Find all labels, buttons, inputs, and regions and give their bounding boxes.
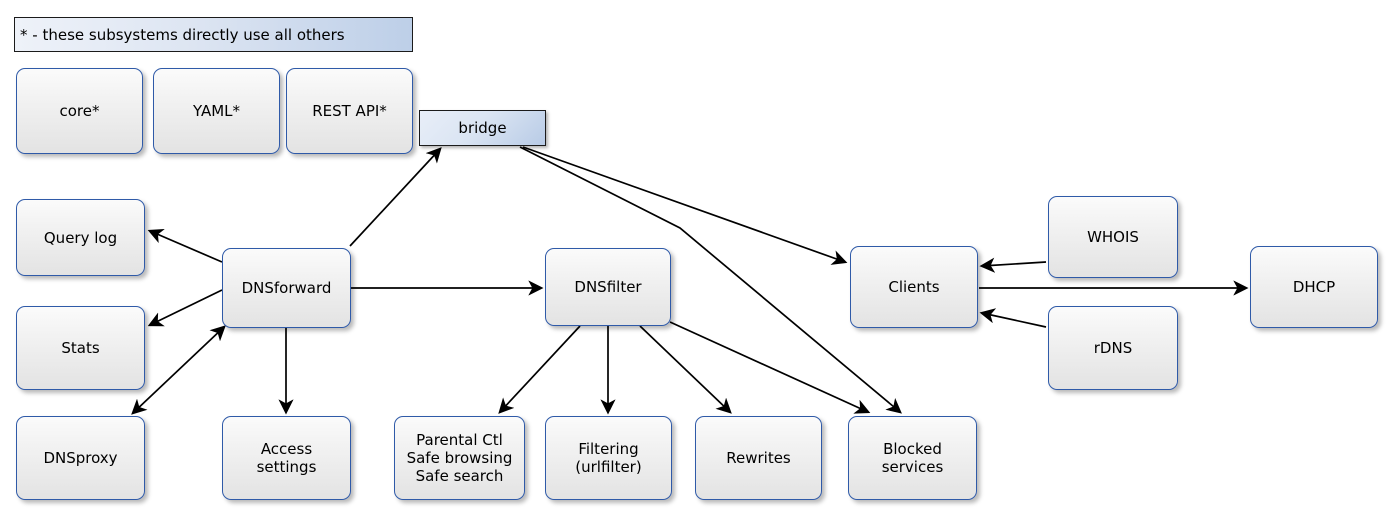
legend-text: * - these subsystems directly use all ot… [20, 25, 345, 44]
node-dnsproxy[interactable]: DNSproxy [16, 416, 145, 500]
node-label-dhcp: DHCP [1292, 278, 1336, 296]
edge-dnsfilter-to-blockedservices [669, 321, 871, 414]
node-parentalctl[interactable]: Parental Ctl Safe browsing Safe search [394, 416, 525, 500]
node-rdns[interactable]: rDNS [1048, 306, 1178, 390]
node-label-core: core* [59, 102, 100, 120]
edge-rdns-to-clients [979, 308, 1047, 328]
edge-dnsforward-to-dnsproxy [131, 325, 226, 415]
node-dnsfilter[interactable]: DNSfilter [545, 248, 671, 326]
edge-dnsforward-to-bridge [349, 147, 442, 247]
edge-dnsforward-to-stats [147, 289, 223, 327]
node-label-rdns: rDNS [1093, 339, 1133, 357]
node-label-parentalctl: Parental Ctl Safe browsing Safe search [406, 431, 513, 485]
node-bridge[interactable]: bridge [419, 110, 546, 146]
node-label-yaml: YAML* [192, 102, 241, 120]
node-dnsforward[interactable]: DNSforward [222, 248, 351, 328]
node-label-whois: WHOIS [1087, 228, 1139, 246]
node-label-stats: Stats [61, 339, 100, 357]
node-label-blockedservices: Blocked services [881, 440, 944, 476]
node-label-dnsfilter: DNSfilter [574, 278, 642, 296]
node-accesssettings[interactable]: Access settings [222, 416, 351, 500]
edge-dnsfilter-to-parentalctl [498, 325, 581, 414]
edge-dnsforward-to-querylog [147, 229, 223, 263]
node-filtering[interactable]: Filtering (urlfilter) [545, 416, 672, 500]
node-whois[interactable]: WHOIS [1048, 196, 1178, 278]
node-clients[interactable]: Clients [850, 246, 978, 328]
node-querylog[interactable]: Query log [16, 199, 145, 276]
edge-bridge-to-clients [522, 146, 848, 265]
node-label-bridge: bridge [458, 119, 507, 137]
node-restapi[interactable]: REST API* [286, 68, 413, 154]
node-label-filtering: Filtering (urlfilter) [575, 440, 642, 476]
node-label-clients: Clients [888, 278, 940, 296]
node-yaml[interactable]: YAML* [153, 68, 280, 154]
node-blockedservices[interactable]: Blocked services [848, 416, 977, 500]
node-label-rewrites: Rewrites [726, 449, 791, 467]
node-label-dnsforward: DNSforward [241, 279, 332, 297]
node-stats[interactable]: Stats [16, 306, 145, 390]
node-dhcp[interactable]: DHCP [1250, 246, 1378, 328]
edge-whois-to-clients [979, 257, 1047, 273]
node-label-dnsproxy: DNSproxy [43, 449, 118, 467]
node-rewrites[interactable]: Rewrites [695, 416, 822, 500]
node-label-accesssettings: Access settings [256, 440, 317, 476]
legend-banner: * - these subsystems directly use all ot… [14, 17, 413, 52]
edge-dnsfilter-to-rewrites [639, 325, 732, 414]
node-core[interactable]: core* [16, 68, 143, 154]
node-label-restapi: REST API* [312, 102, 387, 120]
node-label-querylog: Query log [43, 228, 118, 247]
